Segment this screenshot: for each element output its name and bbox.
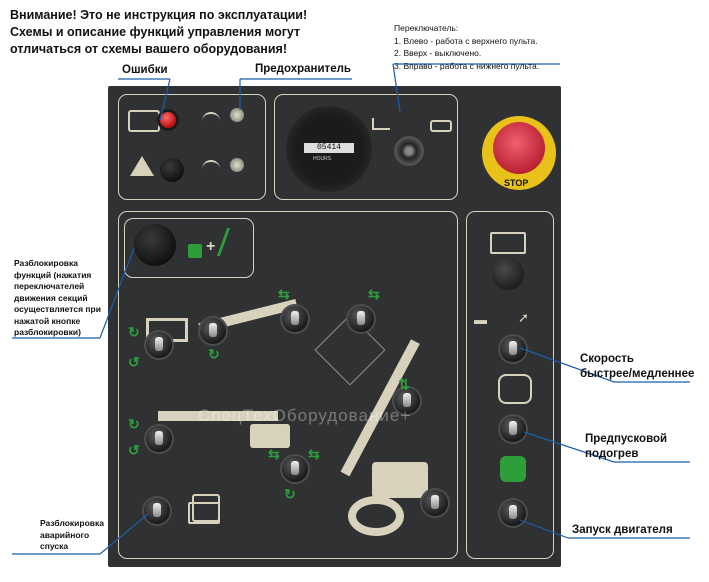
glow-plug-icon	[498, 374, 532, 404]
fuse-button-2[interactable]	[230, 158, 244, 172]
arrow-icon: ⇆	[278, 286, 290, 302]
key-switch[interactable]	[394, 136, 424, 166]
toggle-platform-rotate[interactable]	[348, 306, 374, 332]
boom-base-icon	[250, 424, 290, 448]
warning-triangle-icon	[130, 156, 154, 176]
label-fuse: Предохранитель	[255, 63, 351, 75]
arrow-icon: ↺	[128, 442, 140, 458]
toggle-engine-start[interactable]	[500, 500, 526, 526]
arrow-icon: ↻	[284, 486, 296, 502]
lower-control-icon	[430, 120, 452, 132]
control-panel: 05414 HOURS STOP + ⇆ ⇆ ↻ ↺ ↻ ↻ ↺ ⇆ ⇆ ↻ ⇅…	[108, 86, 561, 567]
toggle-boom-rotate[interactable]	[146, 332, 172, 358]
warning-line-1: Внимание! Это не инструкция по эксплуата…	[10, 8, 308, 22]
hourmeter-key-box	[274, 94, 458, 200]
boom-arm-lower	[158, 411, 278, 421]
warning-line-3: отличаться от схемы вашего оборудования!	[10, 42, 287, 56]
stop-button[interactable]	[493, 122, 545, 174]
warning-text: Внимание! Это не инструкция по эксплуата…	[10, 7, 307, 58]
toggle-platform-level[interactable]	[146, 426, 172, 452]
label-function-unlock: Разблокировка функций (нажатия переключа…	[14, 258, 101, 337]
label-errors: Ошибки	[122, 64, 168, 76]
turtle-icon: ▬	[474, 312, 487, 327]
label-preheat: Предпусковой подогрев	[585, 433, 668, 460]
warning-line-2: Схемы и описание функций управления могу…	[10, 25, 301, 39]
plus-icon: +	[206, 238, 216, 255]
machine-body-icon	[372, 462, 428, 498]
switch-note-item-2: 2. Вверх - выключено.	[394, 48, 482, 58]
upper-control-icon	[372, 118, 390, 130]
function-unlock-button[interactable]	[134, 224, 176, 266]
unlock-green-icon	[188, 244, 202, 258]
label-emergency-lowering: Разблокировка аварийного спуска	[40, 518, 104, 551]
hourmeter-display: 05414	[304, 143, 354, 153]
stop-label: STOP	[504, 178, 529, 188]
errors-fuse-box	[118, 94, 266, 200]
fuel-indicator-light	[492, 258, 524, 290]
toggle-preheat[interactable]	[500, 416, 526, 442]
arrow-icon: ⇆	[268, 446, 280, 462]
toggle-drive[interactable]	[422, 490, 448, 516]
fuse-button-1[interactable]	[230, 108, 244, 122]
arrow-icon: ↻	[128, 324, 140, 340]
warning-indicator-light	[160, 158, 184, 182]
emergency-lowering-button-icon	[192, 494, 220, 522]
toggle-emergency-lowering[interactable]	[144, 498, 170, 524]
watermark: СпецТехОборудование+	[198, 406, 412, 425]
arrow-icon: ⇆	[308, 446, 320, 462]
rabbit-icon: ➚	[518, 310, 529, 325]
switch-note: Переключатель: 1. Влево - работа с верхн…	[394, 22, 539, 72]
fuse-symbol-icon-2	[202, 160, 220, 170]
label-speed: Скорость быстрее/медленнее	[580, 353, 695, 380]
toggle-boom-lift[interactable]	[282, 306, 308, 332]
arrow-icon: ↺	[128, 354, 140, 370]
wheel-icon	[348, 496, 404, 536]
switch-note-item-1: 1. Влево - работа с верхнего пульта.	[394, 35, 538, 46]
fuel-select-icon	[490, 232, 526, 254]
toggle-jib-lift[interactable]	[200, 318, 226, 344]
arrow-icon: ↻	[208, 346, 220, 362]
switch-note-item-3: 3. Вправо - работа с нижнего пульта.	[394, 60, 540, 71]
functions-box	[118, 211, 458, 559]
arrow-icon: ↻	[128, 416, 140, 432]
error-indicator-light	[160, 112, 176, 128]
switch-note-title: Переключатель:	[394, 23, 459, 33]
label-engine-start: Запуск двигателя	[572, 524, 673, 536]
fuse-symbol-icon-1	[202, 112, 220, 122]
arrow-icon: ⇅	[398, 376, 410, 392]
arrow-icon: ⇆	[368, 286, 380, 302]
engine-fault-icon	[128, 110, 160, 132]
hourmeter-unit: HOURS	[313, 156, 332, 162]
toggle-turntable-rotate[interactable]	[282, 456, 308, 482]
toggle-boom-extend[interactable]	[394, 388, 420, 414]
engine-start-icon	[500, 456, 526, 482]
engine-controls-box	[466, 211, 554, 559]
unlock-sub-box	[124, 218, 254, 278]
